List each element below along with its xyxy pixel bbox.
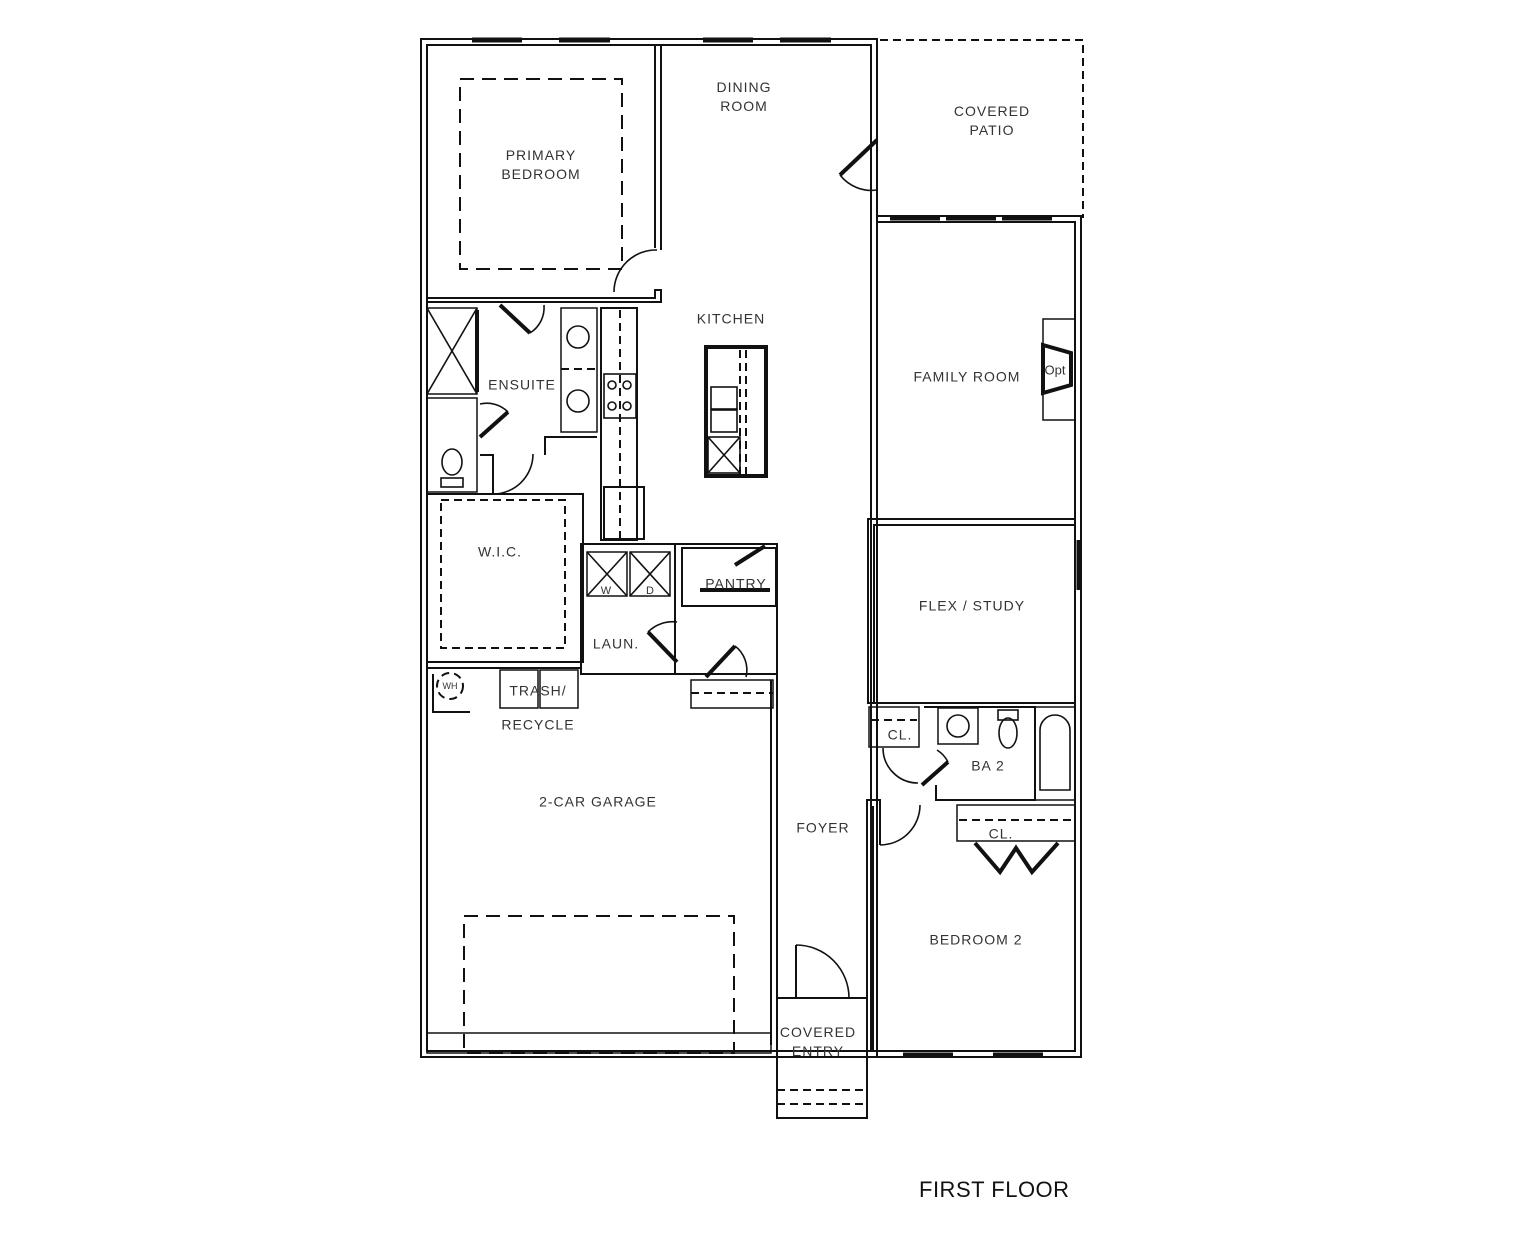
label-covered-patio: COVERED PATIO [953, 103, 1031, 138]
ensuite-walls [426, 303, 598, 495]
label-garage: 2-CAR GARAGE [539, 793, 657, 810]
label-flex-study: FLEX / STUDY [918, 597, 1026, 614]
primary-bedroom-walls [427, 45, 662, 303]
covered-entry [776, 944, 868, 1119]
fireplace-opt-label: Opt [1044, 362, 1066, 378]
water-heater-label: WH [442, 681, 458, 691]
label-pantry: PANTRY [705, 575, 767, 592]
label-family-room: FAMILY ROOM [913, 368, 1021, 385]
label-foyer: FOYER [796, 819, 850, 836]
label-trash: TRASH/ [509, 682, 567, 699]
garage-walls [426, 667, 778, 1054]
bedroom2-walls [866, 799, 1076, 1051]
label-recycle: RECYCLE [501, 716, 575, 733]
garage-door-steps [690, 644, 774, 709]
label-bedroom-2: BEDROOM 2 [929, 931, 1023, 948]
label-laundry: LAUN. [592, 635, 640, 652]
label-primary-bedroom: PRIMARY BEDROOM [501, 147, 581, 182]
laundry-walls [580, 543, 778, 675]
label-bedroom2-closet: CL. [988, 825, 1014, 842]
label-ensuite: ENSUITE [488, 376, 556, 393]
label-hall-closet: CL. [887, 726, 913, 743]
bath2-walls [868, 706, 1076, 801]
kitchen-island [704, 345, 768, 478]
label-wic: W.I.C. [477, 543, 523, 560]
label-covered-entry: COVERED ENTRY [779, 1024, 857, 1059]
fireplace-walls [1041, 318, 1076, 421]
covered-patio-outline [876, 39, 1084, 218]
flex-study-walls [867, 518, 1076, 704]
windows [472, 37, 1082, 1058]
label-kitchen: KITCHEN [696, 310, 766, 327]
wic-walls [426, 493, 584, 663]
label-bath-2: BA 2 [971, 757, 1005, 774]
kitchen-counters [600, 307, 645, 541]
label-dining-room: DINING ROOM [716, 79, 772, 114]
floor-title: FIRST FLOOR [919, 1177, 1070, 1202]
washer-label: W [600, 585, 612, 597]
dryer-label: D [646, 585, 654, 597]
patio-door [838, 138, 879, 192]
